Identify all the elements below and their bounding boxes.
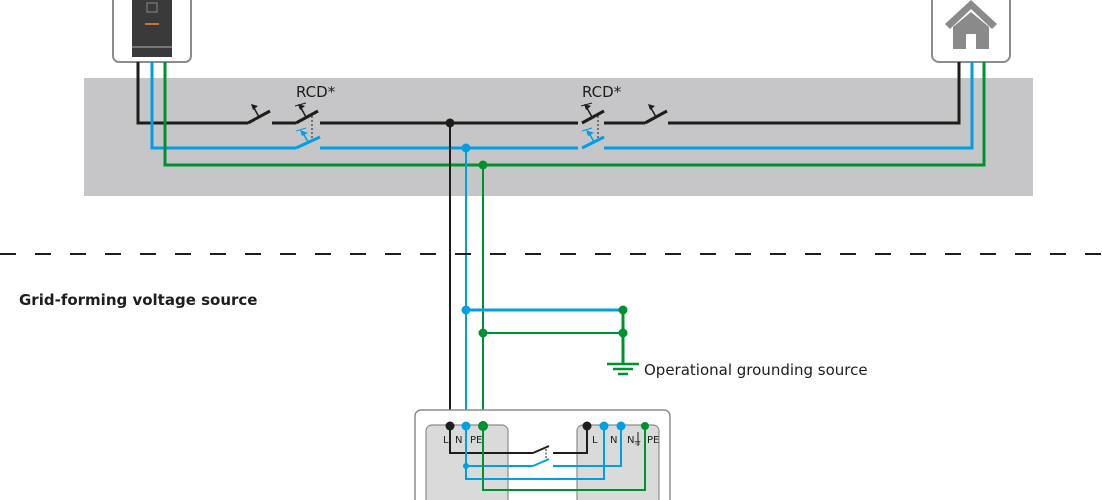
house-device <box>931 0 1011 63</box>
terminal-label-l-right: L <box>592 435 598 446</box>
switch-actuator-icons <box>251 102 657 143</box>
ground-label: Operational grounding source <box>644 361 868 379</box>
terminal-label-pe-right: PE <box>647 435 659 446</box>
rcd-left-label: RCD* <box>296 83 336 101</box>
pe-conductor-top <box>163 62 986 167</box>
terminal-label-n-left: N <box>455 435 462 446</box>
terminal-label-l-left: L <box>443 435 449 446</box>
neutral-conductor-left <box>150 62 296 150</box>
inverter-device <box>112 0 192 63</box>
rcd-blade-l-left <box>295 109 319 125</box>
junction-dots <box>445 118 628 338</box>
internal-neutral-right <box>553 426 622 467</box>
line-conductor-right <box>604 62 961 125</box>
ground-icon <box>607 362 639 376</box>
terminal-label-ntt-right: NTT <box>627 435 641 447</box>
line-conductor-left <box>136 62 248 125</box>
inverter-icon <box>132 0 172 57</box>
rcd-right-label: RCD* <box>582 83 622 101</box>
rcd-blade-n-right <box>581 135 605 150</box>
transfer-switch-box <box>414 409 671 500</box>
internal-line-right <box>553 426 588 454</box>
rcd-blade-n-left <box>295 135 321 150</box>
terminal-label-n-right: N <box>610 435 617 446</box>
terminal-dots <box>445 421 649 469</box>
neutral-conductor-right <box>604 62 974 150</box>
distribution-panel-background <box>84 78 1033 196</box>
section-title: Grid-forming voltage source <box>19 291 257 309</box>
house-icon <box>945 0 997 49</box>
internal-neutral-tt <box>465 426 605 480</box>
rcd-blade-l-right <box>581 109 605 125</box>
internal-line-left <box>449 426 533 454</box>
terminal-label-pe-left: PE <box>470 435 482 446</box>
internal-pe <box>482 426 646 491</box>
